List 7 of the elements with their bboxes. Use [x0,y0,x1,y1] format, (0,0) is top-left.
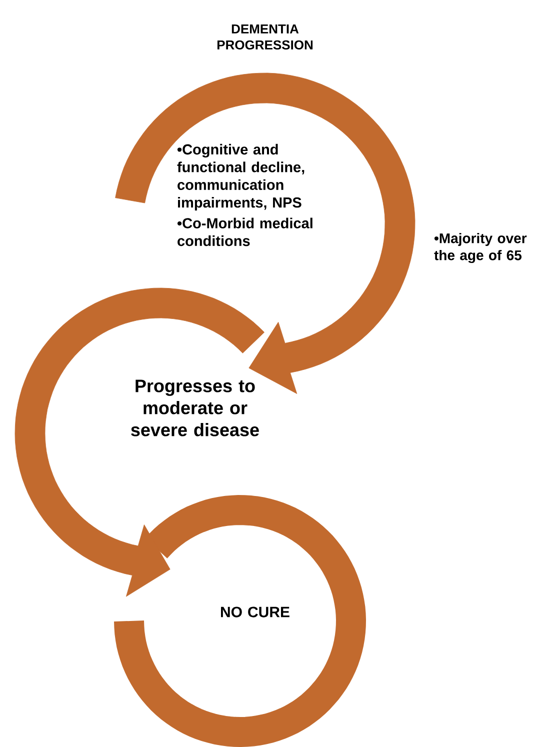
arrow [115,72,416,394]
side-note: •Majority over the age of 65 [434,232,527,264]
node-text: Progresses to moderate or severe disease [131,380,259,436]
node-text: •Cognitive and functional decline, communication impairments, NPS •Co-Morbid medical conditions [177,144,312,246]
title: DEMENTIA PROGRESSION [217,24,313,50]
node-text: NO CURE [221,606,290,618]
arrow [14,288,264,597]
